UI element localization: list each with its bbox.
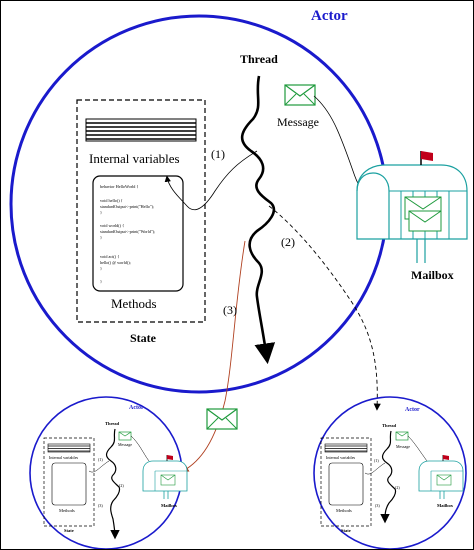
left-thread-line (105, 428, 121, 540)
right-actor: Actor Internal variables Methods State T… (313, 396, 467, 549)
left-path-1-line (88, 460, 110, 473)
path-2-line (268, 205, 381, 411)
code-line: behavior HelloWorld { (100, 184, 138, 189)
methods-label: Methods (111, 296, 157, 311)
main-actor: Actor Internal variables behavior HelloW… (9, 8, 468, 472)
left-actor: Actor Internal variables Methods State T… (29, 396, 188, 549)
mailbox-icon (356, 164, 468, 263)
right-state-box (320, 437, 372, 527)
code-line: standardOutput<-print("Hello"); (100, 204, 154, 209)
right-message-label: Message (396, 444, 410, 449)
left-internal-variables-stack (47, 443, 91, 453)
internal-variables-stack (85, 118, 197, 142)
internal-variables-label: Internal variables (89, 151, 180, 166)
right-message-envelope-icon (395, 431, 409, 441)
right-thread-label: Thread (382, 423, 397, 428)
path-1-label: (1) (211, 147, 225, 161)
right-mailbox-label: Mailbox (437, 503, 454, 508)
left-path-2-label: (2) (119, 483, 124, 488)
message-label: Message (277, 115, 319, 129)
right-internal-variables-label: Internal variables (326, 455, 356, 460)
code-line: void hello() { (100, 198, 123, 203)
thread-label: Thread (240, 52, 278, 66)
left-thread-label: Thread (105, 421, 120, 426)
code-line: hello() @ world(); (100, 260, 131, 265)
code-lines: behavior HelloWorld { void hello() { sta… (100, 184, 155, 284)
main-actor-circle (9, 14, 389, 394)
left-methods-box (51, 462, 87, 506)
left-message-flow-line (130, 435, 150, 462)
thread-line (240, 75, 276, 365)
path-3-line (181, 240, 246, 472)
right-path-1-line (364, 462, 386, 475)
right-path-1-label: (1) (374, 458, 379, 463)
right-message-flow-line (407, 435, 428, 462)
right-actor-circle (313, 396, 467, 549)
right-path-2-label: (2) (395, 485, 400, 490)
code-line: } (100, 235, 102, 240)
code-line: void act() { (100, 254, 119, 259)
right-methods-label: Methods (336, 508, 352, 513)
right-flag-icon (442, 455, 449, 461)
main-actor-title: Actor (311, 8, 348, 24)
left-path-1-label: (1) (98, 457, 103, 462)
right-state-label: State (341, 528, 351, 533)
right-mailbox-icon (418, 460, 464, 499)
left-state-box (43, 437, 95, 527)
sent-message-envelope-icon (206, 408, 238, 430)
right-methods-box (328, 462, 364, 506)
methods-code-box (92, 175, 184, 292)
right-actor-title: Actor (405, 407, 420, 413)
path-1-line (164, 150, 258, 211)
right-thread-line (380, 430, 397, 524)
flag-icon (420, 151, 433, 165)
left-mailbox-icon (142, 460, 188, 499)
left-state-label: State (64, 528, 74, 533)
code-line: } (100, 279, 102, 284)
path-2-label: (2) (281, 235, 295, 249)
code-line: } (100, 210, 102, 215)
left-methods-label: Methods (59, 508, 75, 513)
mailbox-label: Mailbox (411, 268, 454, 282)
path-3-label: (3) (223, 303, 237, 317)
code-line: void world() { (100, 223, 124, 228)
left-internal-variables-label: Internal variables (49, 455, 79, 460)
code-line: standardOutput<-print("World"); (100, 229, 155, 234)
left-mailbox-label: Mailbox (161, 503, 178, 508)
left-message-label: Message (118, 442, 132, 447)
right-internal-variables-stack (324, 443, 368, 453)
left-path-3-label: (3) (98, 503, 103, 508)
right-path-3-label: (3) (375, 503, 380, 508)
state-box (76, 99, 206, 323)
left-message-envelope-icon (118, 431, 132, 441)
code-line: } (100, 266, 102, 271)
left-flag-icon (166, 455, 173, 461)
state-label: State (130, 331, 157, 345)
left-actor-title: Actor (129, 405, 144, 411)
message-envelope-icon (284, 84, 316, 106)
